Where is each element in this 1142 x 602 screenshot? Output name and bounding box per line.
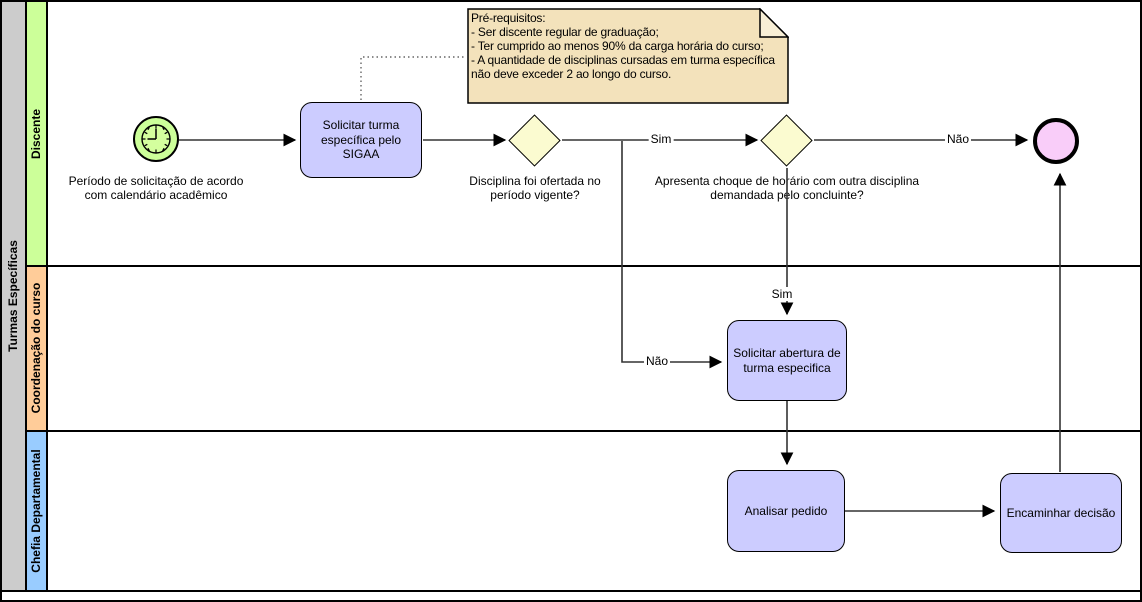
edge-label-sim-1: Sim <box>648 132 674 146</box>
clock-icon <box>141 124 171 154</box>
gateway-disciplina-ofertada <box>508 114 561 167</box>
pool-bottom-border <box>2 590 1140 592</box>
timer-start-event <box>133 116 179 162</box>
lane-bar-coordenacao <box>27 267 46 430</box>
note-line: Pré-requisitos: <box>471 11 546 25</box>
prerequisites-note: Pré-requisitos: - Ser discente regular d… <box>467 7 790 104</box>
pool-header-bar <box>2 2 25 590</box>
task-analisar-pedido: Analisar pedido <box>727 470 845 552</box>
note-shape <box>467 7 790 104</box>
note-line: - Ser discente regular de graduação; <box>471 25 659 39</box>
lane-separator-1 <box>25 265 1140 267</box>
note-text: Pré-requisitos: - Ser discente regular d… <box>471 11 785 81</box>
gateway-choque-horario <box>760 114 813 167</box>
note-line: - Ter cumprido ao menos 90% da carga hor… <box>471 39 764 53</box>
task-solicitar-turma-label: Solicitar turma específica pelo SIGAA <box>320 118 402 162</box>
task-analisar-pedido-label: Analisar pedido <box>744 503 828 518</box>
edge-label-sim-2: Sim <box>769 287 795 301</box>
lane-label-discente: Discente <box>29 108 43 160</box>
lane-separator-2 <box>25 430 1140 432</box>
end-event <box>1033 118 1079 164</box>
timer-start-label: Período de solicitação de acordo com cal… <box>68 174 244 203</box>
lane-label-chefia: Chefia Departamental <box>29 449 43 573</box>
gateway-disciplina-ofertada-label: Disciplina foi ofertada no período vigen… <box>469 174 601 203</box>
pool-title: Turmas Específicas <box>6 240 20 352</box>
lane-header-divider <box>46 2 48 590</box>
lane-bar-chefia <box>27 432 46 590</box>
task-solicitar-turma: Solicitar turma específica pelo SIGAA <box>300 102 422 178</box>
task-solicitar-abertura-label: Solicitar abertura de turma especifica <box>733 345 841 375</box>
lane-bar-discente <box>27 2 46 265</box>
task-encaminhar-decisao: Encaminhar decisão <box>1000 473 1122 553</box>
edge-label-nao-1: Não <box>944 132 972 146</box>
pool-header-divider <box>25 2 27 590</box>
task-solicitar-abertura: Solicitar abertura de turma especifica <box>727 320 847 401</box>
note-association <box>360 56 466 100</box>
note-line: - A quantidade de disciplinas cursadas e… <box>471 53 775 81</box>
gateway-choque-horario-label: Apresenta choque de horário com outra di… <box>654 174 920 203</box>
lane-label-coordenacao: Coordenação do curso <box>29 282 43 414</box>
edge-label-nao-2: Não <box>643 354 671 368</box>
task-encaminhar-decisao-label: Encaminhar decisão <box>1006 505 1116 520</box>
